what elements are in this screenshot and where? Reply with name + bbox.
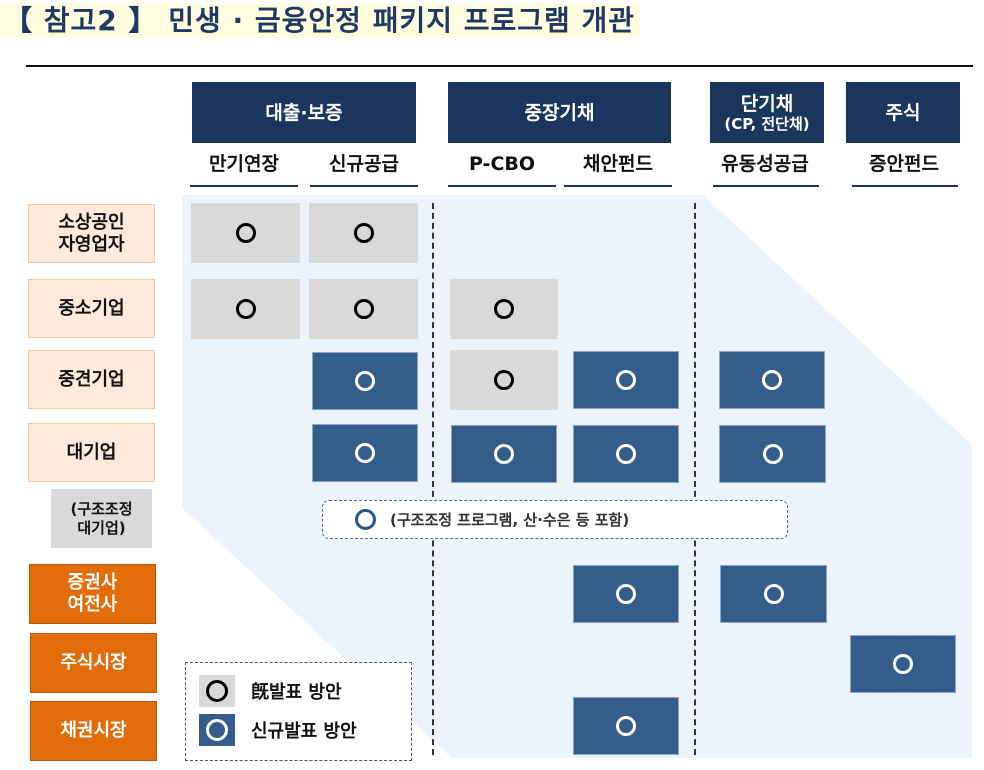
cell-existing [450,350,558,410]
row-label-line: (구조조정 [70,499,133,518]
cell-new [312,352,418,410]
circle-outline-icon [762,370,782,390]
cell-new [573,425,679,483]
cell-new [312,424,418,482]
legend-item-existing: 旣발표 방안 [199,675,342,707]
circle-outline-icon [494,444,514,464]
circle-outline-icon [353,223,374,243]
group-header-label: 단기채 [740,92,794,115]
group-header-label: 중장기채 [524,101,595,124]
group-header-sublabel: (CP, 전단채) [724,114,810,133]
circle-outline-icon [235,223,256,243]
circle-outline-icon [494,370,514,390]
row-label-bond-market: 채권시장 [30,701,157,761]
column-group-divider [432,203,434,755]
row-label-restructuring-firms: (구조조정 대기업) [51,489,152,548]
circle-outline-icon [353,299,374,319]
row-label-small-business: 소상공인 자영업자 [28,204,155,263]
circle-outline-icon [762,444,783,464]
group-header-long-term-bonds: 중장기채 [448,82,671,143]
circle-outline-icon [763,584,784,604]
cell-existing [191,203,300,263]
cell-new [719,425,826,483]
circle-outline-icon [893,654,913,674]
cell-existing [191,279,300,339]
legend-label: 신규발표 방안 [251,721,357,742]
legend-label: 旣발표 방안 [251,682,342,703]
group-header-label: 주식 [885,101,921,124]
circle-outline-icon [494,299,514,319]
cell-existing [309,203,418,263]
column-header-new-supply: 신규공급 [329,153,399,175]
column-group-divider [694,203,696,755]
circle-outline-icon [206,680,228,702]
group-header-short-term-bonds: 단기채 (CP, 전단채) [710,82,824,143]
column-header-p-cbo: P-CBO [468,153,536,175]
title-divider [26,65,973,67]
row-label-large-firms: 대기업 [28,423,155,482]
circle-outline-icon [206,719,228,741]
row-label-securities-credit-firms: 증권사 여전사 [29,564,156,624]
cell-new [850,635,956,693]
legend-swatch-new [199,714,235,746]
circle-outline-icon [616,584,636,604]
column-underline [564,185,672,187]
row-label-stock-market: 주식시장 [30,633,157,693]
cell-new [719,351,825,409]
row-label-sme: 중소기업 [28,279,155,338]
cell-existing [309,279,418,339]
row-label-line: 증권사 [67,572,118,593]
column-header-liquidity-supply: 유동성공급 [721,153,809,175]
circle-outline-icon [616,716,636,736]
cell-new [573,351,679,409]
column-header-bond-market-fund: 채안펀드 [583,153,653,175]
column-underline [190,185,298,187]
legend-swatch-existing [199,675,235,707]
circle-outline-icon [355,509,376,530]
row-label-line: 여전사 [67,594,118,615]
column-header-maturity-extension: 만기연장 [209,153,279,175]
row-label-line: 소상공인 [58,211,125,233]
cell-existing [450,279,558,339]
circle-outline-icon [355,443,375,463]
page-title: 【 참고2 】 민생 · 금융안정 패키지 프로그램 개관 [0,4,642,38]
cell-new [451,425,557,483]
circle-outline-icon [235,299,256,319]
column-underline [852,185,958,187]
restructuring-note: (구조조정 프로그램, 산·수은 등 포함) [322,500,788,539]
column-header-stock-market-fund: 증안펀드 [869,153,939,175]
column-underline [310,185,418,187]
row-label-midsize-firms: 중견기업 [28,350,155,409]
group-header-stocks: 주식 [846,82,960,143]
circle-outline-icon [616,370,636,390]
cell-new [720,565,827,623]
group-header-label: 대출·보증 [265,101,343,124]
restructuring-note-text: (구조조정 프로그램, 산·수은 등 포함) [390,511,630,529]
cell-new [573,697,679,755]
legend-item-new: 신규발표 방안 [199,714,357,746]
group-header-loans-guarantees: 대출·보증 [192,82,416,143]
column-underline [448,185,556,187]
row-label-line: 자영업자 [58,233,125,255]
circle-outline-icon [355,371,375,391]
cell-new [573,565,679,623]
legend: 旣발표 방안 신규발표 방안 [185,662,412,761]
circle-outline-icon [616,444,636,464]
row-label-line: 대기업) [77,518,126,537]
column-underline [713,185,819,187]
